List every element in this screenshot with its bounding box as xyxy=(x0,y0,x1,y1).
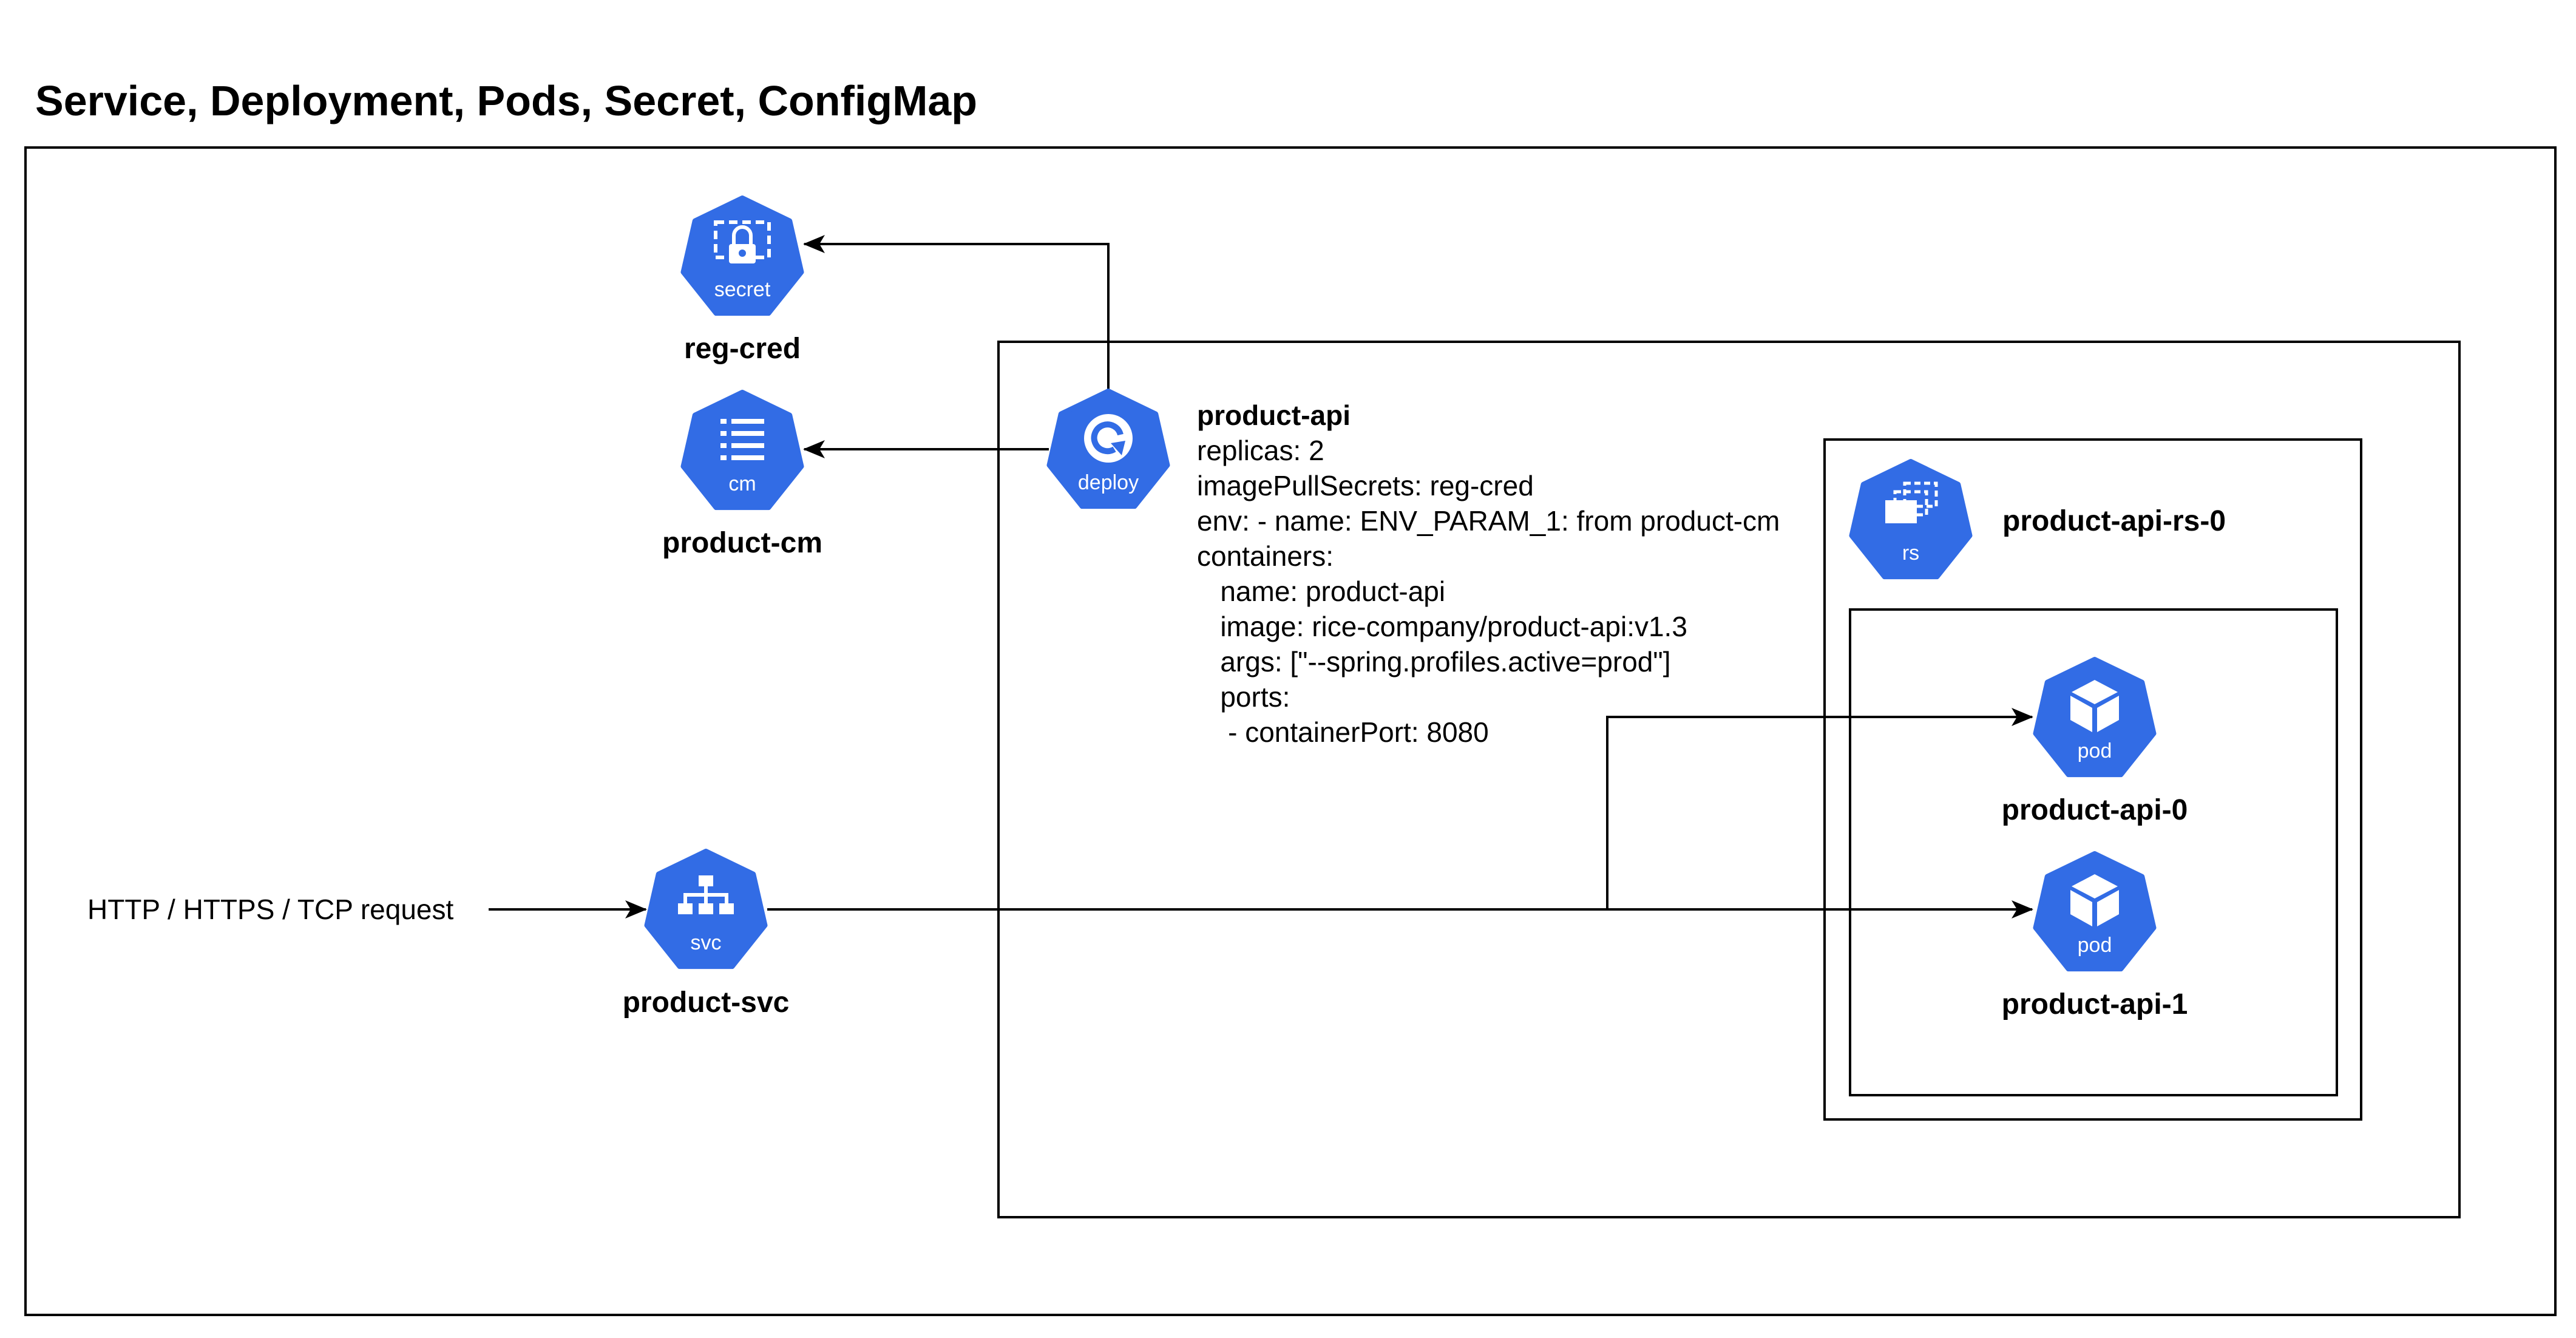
service-icon: svc xyxy=(644,849,768,970)
configmap-label: product-cm xyxy=(662,527,822,559)
outer-frame xyxy=(24,146,2557,1316)
secret-icon: secret xyxy=(680,195,804,316)
icon-caption: svc xyxy=(691,931,722,954)
spec-line: image: rice-company/product-api:v1.3 xyxy=(1197,611,1687,642)
request-label: HTTP / HTTPS / TCP request xyxy=(87,894,453,925)
pod1-label: product-api-1 xyxy=(2002,988,2188,1020)
spec-line: containers: xyxy=(1197,540,1334,572)
configmap-icon: cm xyxy=(680,390,804,511)
deploy-to-secret-arrow xyxy=(803,235,1110,393)
service-to-pod0-arrow xyxy=(1606,708,2033,909)
deployment-spec: product-api replicas: 2 imagePullSecrets… xyxy=(1197,399,1780,748)
icon-caption: deploy xyxy=(1078,471,1139,494)
icon-heptagon xyxy=(680,390,804,511)
replicaset-boundary xyxy=(1823,438,2362,1121)
spec-line: - containerPort: 8080 xyxy=(1197,716,1489,748)
pods-boundary xyxy=(1849,608,2338,1096)
diagram-title: Service, Deployment, Pods, Secret, Confi… xyxy=(35,77,977,124)
spec-line: args: ["--spring.profiles.active=prod"] xyxy=(1197,646,1670,677)
icon-caption: pod xyxy=(2078,739,2112,762)
deployment-boundary xyxy=(997,341,2461,1218)
service-label: product-svc xyxy=(623,987,790,1019)
spec-line: replicas: 2 xyxy=(1197,435,1324,466)
pod-icon: pod xyxy=(2033,851,2157,972)
icon-caption: cm xyxy=(728,472,756,495)
icon-caption: rs xyxy=(1902,542,1919,565)
replicaset-label: product-api-rs-0 xyxy=(2002,505,2226,537)
secret-label: reg-cred xyxy=(684,333,801,365)
pod-icon: pod xyxy=(2033,657,2157,778)
icon-caption: secret xyxy=(714,278,771,301)
pod0-label: product-api-0 xyxy=(2002,794,2188,826)
spec-line: imagePullSecrets: reg-cred xyxy=(1197,470,1534,501)
spec-line: ports: xyxy=(1197,681,1290,713)
replicaset-icon: rs xyxy=(1849,459,1973,580)
deployment-icon: deploy xyxy=(1046,389,1170,509)
spec-line: env: - name: ENV_PARAM_1: from product-c… xyxy=(1197,505,1780,537)
spec-line: name: product-api xyxy=(1197,576,1445,607)
icon-caption: pod xyxy=(2078,934,2112,957)
icon-heptagon xyxy=(2033,657,2157,778)
icon-heptagon xyxy=(2033,851,2157,972)
spec-line: product-api xyxy=(1197,399,1351,431)
